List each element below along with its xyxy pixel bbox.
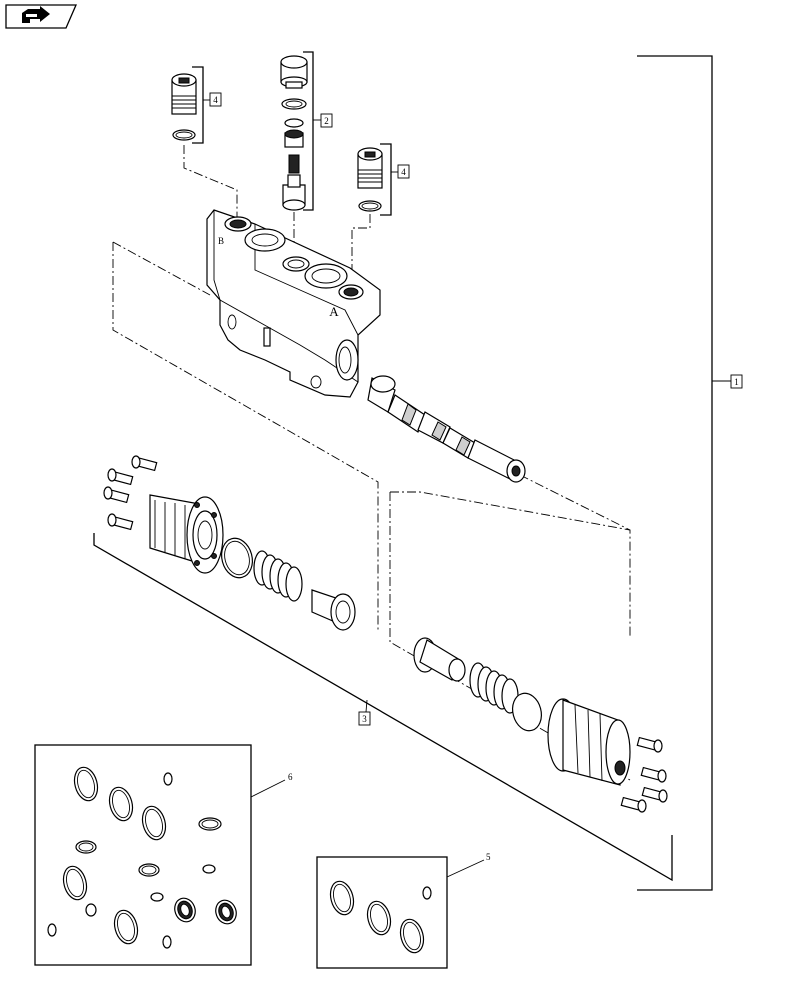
callout-1: 1 [734,377,739,387]
nav-arrow-button[interactable] [5,4,77,29]
relief-valve-assembly: 2 [280,51,333,211]
seal-kit-6: 6 [34,744,293,966]
bracket-item-1: 1 [637,55,743,891]
callout-box-4b [397,164,410,179]
callout-box-3 [358,711,371,726]
callout-4-left: 4 [213,95,218,105]
port-b-mark: B [218,236,224,246]
next-page-arrow-icon [22,6,50,23]
plug-assembly-right: 4 [357,143,410,216]
seal-kit-5: 5 [316,852,491,969]
spring-cap-right [547,698,668,813]
right-spring-set [413,637,542,732]
plug-assembly-left: 4 [171,66,222,144]
cap-screws-left [103,455,158,531]
spring-left [253,550,303,602]
callout-box-4a [209,92,222,107]
callout-2: 2 [324,116,329,126]
left-spring-set [221,537,356,631]
assembly-center-lines [112,145,631,781]
spool [367,375,526,483]
spring-cap-left [103,455,224,574]
bracket-item-3: 3 [93,533,673,882]
callout-5: 5 [486,852,491,862]
callout-3: 3 [362,714,367,724]
valve-body: A B [206,209,381,398]
spring-right [469,662,519,714]
port-a-mark: A [329,304,339,319]
callout-4-right: 4 [401,167,406,177]
callout-box-1 [730,374,743,389]
callout-6: 6 [288,772,293,782]
cap-screws-right [620,736,668,813]
callout-box-2 [320,113,333,128]
